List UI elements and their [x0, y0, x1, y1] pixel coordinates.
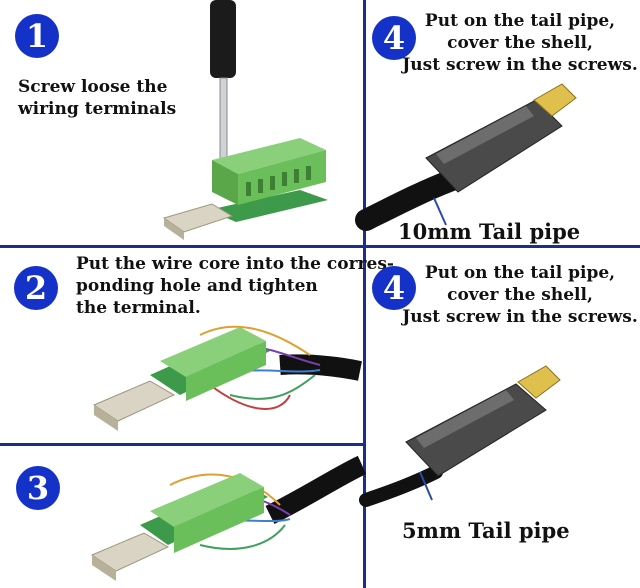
- pcb-board: [208, 190, 328, 222]
- gold-plug: [533, 83, 577, 117]
- step-4b-illustration: [359, 365, 561, 507]
- cable: [265, 455, 367, 524]
- step-1-illustration: [162, 0, 328, 240]
- terminal-block: [160, 327, 266, 377]
- step-3-badge: 3: [16, 466, 60, 510]
- horizontal-divider-1: [0, 245, 640, 248]
- terminal-block: [150, 473, 264, 527]
- cable: [359, 465, 443, 507]
- label-10mm: 10mm Tail pipe: [398, 219, 581, 244]
- cable: [279, 354, 362, 381]
- step-2-text: Put the wire core into the corres- pondi…: [76, 254, 394, 318]
- step-2-badge: 2: [14, 266, 58, 310]
- label-5mm: 5mm Tail pipe: [402, 518, 570, 543]
- step-3-illustration: [90, 455, 367, 581]
- hdmi-plug: [92, 380, 176, 422]
- horizontal-divider-2: [0, 443, 365, 446]
- step-4a-illustration: [355, 83, 577, 231]
- screwdriver-handle: [210, 0, 236, 78]
- hdmi-plug: [90, 532, 170, 572]
- gold-plug: [517, 365, 561, 399]
- metal-shell: [425, 99, 563, 193]
- step-1-badge: 1: [15, 14, 59, 58]
- screwdriver-shaft: [219, 77, 228, 161]
- step-4b-badge: 4: [372, 266, 416, 310]
- step-2-illustration: [92, 325, 362, 431]
- vertical-divider: [363, 0, 366, 588]
- step-4a-badge: 4: [372, 16, 416, 60]
- step-4a-text: Put on the tail pipe, cover the shell, J…: [402, 11, 638, 75]
- cable: [355, 169, 463, 231]
- step-1-text: Screw loose the wiring terminals: [18, 77, 177, 119]
- metal-shell: [405, 383, 547, 477]
- step-4b-text: Put on the tail pipe, cover the shell, J…: [402, 263, 638, 327]
- hdmi-plug: [162, 203, 234, 233]
- terminal-block-top: [212, 138, 326, 174]
